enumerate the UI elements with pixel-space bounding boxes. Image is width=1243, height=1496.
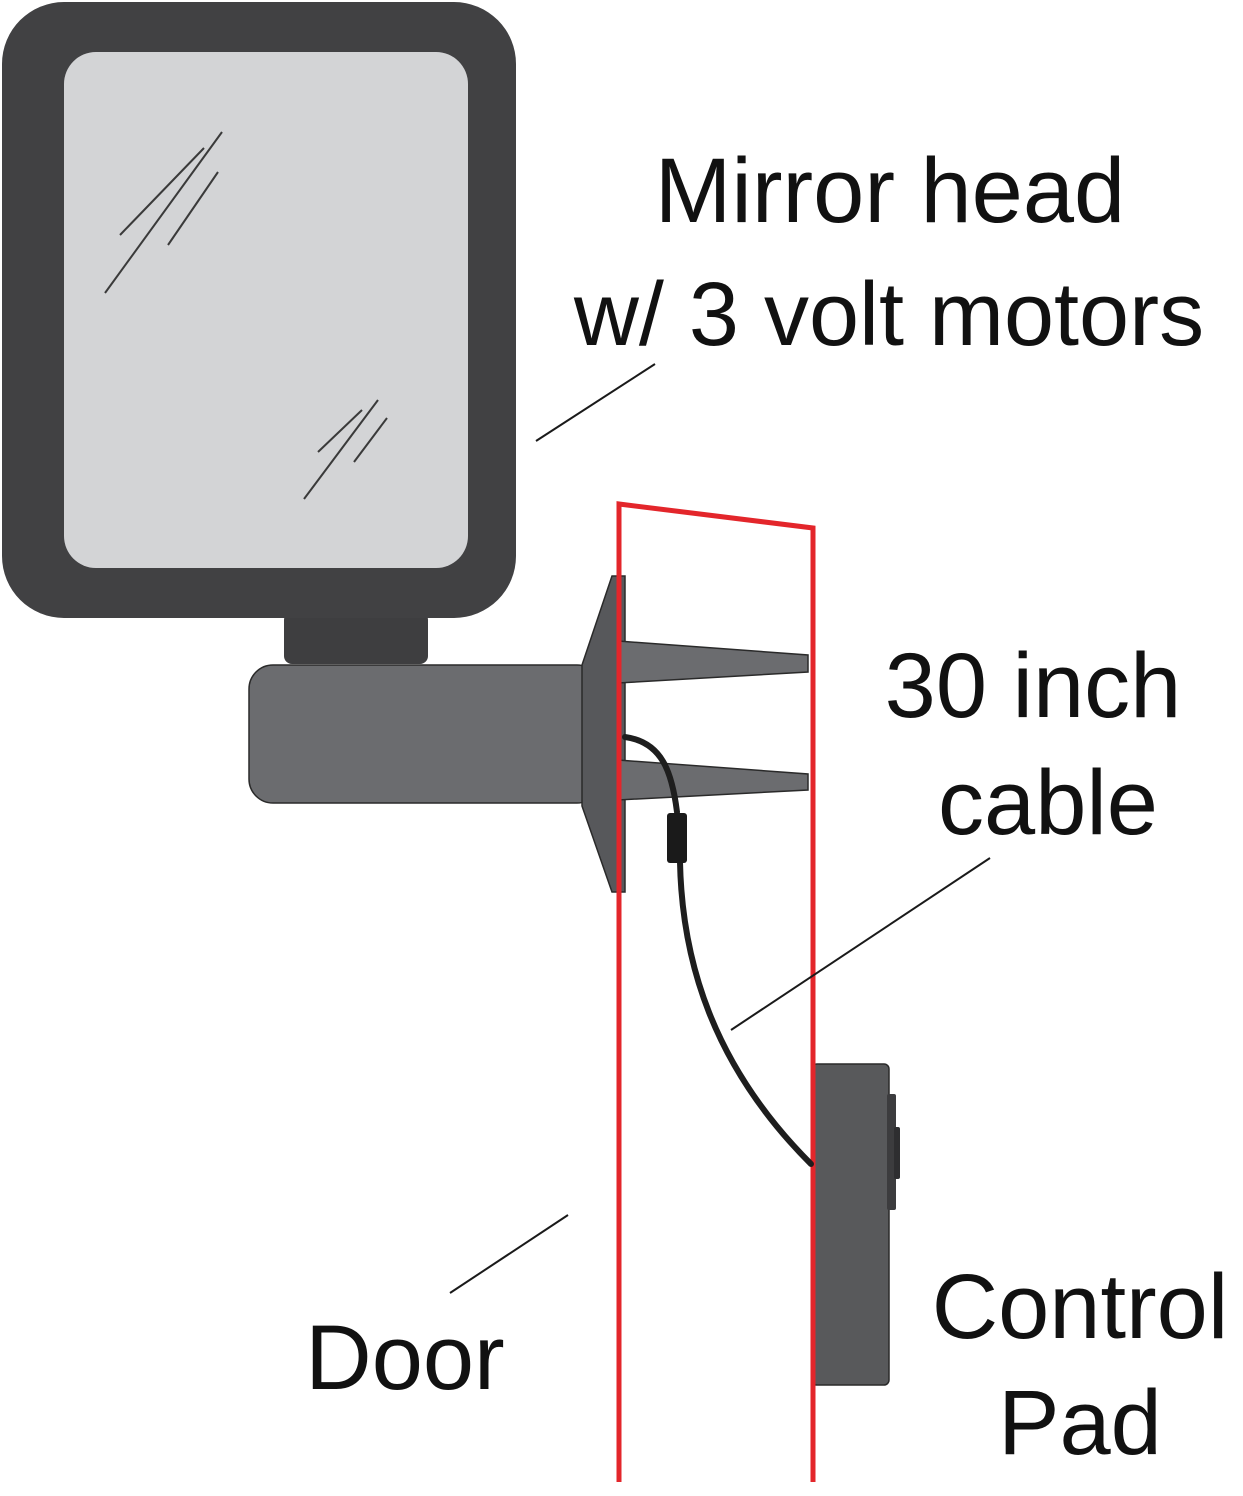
cable: [622, 734, 814, 1167]
label-control-pad: Control Pad: [932, 1256, 1229, 1474]
control-pad-button: [894, 1127, 900, 1179]
mirror-glass: [64, 52, 468, 568]
mounting-stud-upper: [617, 640, 809, 684]
leader-lines: [449, 363, 991, 1294]
leader-line-door: [449, 1214, 569, 1294]
mounting-bracket: [581, 575, 626, 893]
label-pad-line2: Pad: [998, 1372, 1162, 1474]
door-outline: [616, 501, 816, 1482]
label-mirror-head: Mirror head w/ 3 volt motors: [573, 140, 1204, 365]
control-pad-icon: [811, 1063, 900, 1386]
control-pad-side: [887, 1094, 896, 1210]
control-pad-body: [811, 1063, 890, 1386]
mirror-stem: [284, 612, 428, 664]
label-cable-line2: cable: [938, 752, 1158, 854]
cable-connector: [667, 813, 687, 863]
label-door: Door: [305, 1307, 504, 1409]
glass-glare: [104, 131, 388, 500]
label-cable-line1: 30 inch: [885, 635, 1182, 737]
leader-line-mirror: [535, 363, 656, 442]
label-mirror-line2: w/ 3 volt motors: [573, 265, 1204, 365]
mounting-stud-lower: [617, 759, 809, 801]
leader-line-cable: [730, 857, 991, 1031]
mirror-head-icon: [2, 2, 516, 664]
label-mirror-line1: Mirror head: [655, 140, 1125, 242]
label-pad-line1: Control: [932, 1256, 1229, 1358]
mirror-arm: [248, 664, 602, 804]
label-cable: 30 inch cable: [885, 635, 1182, 854]
